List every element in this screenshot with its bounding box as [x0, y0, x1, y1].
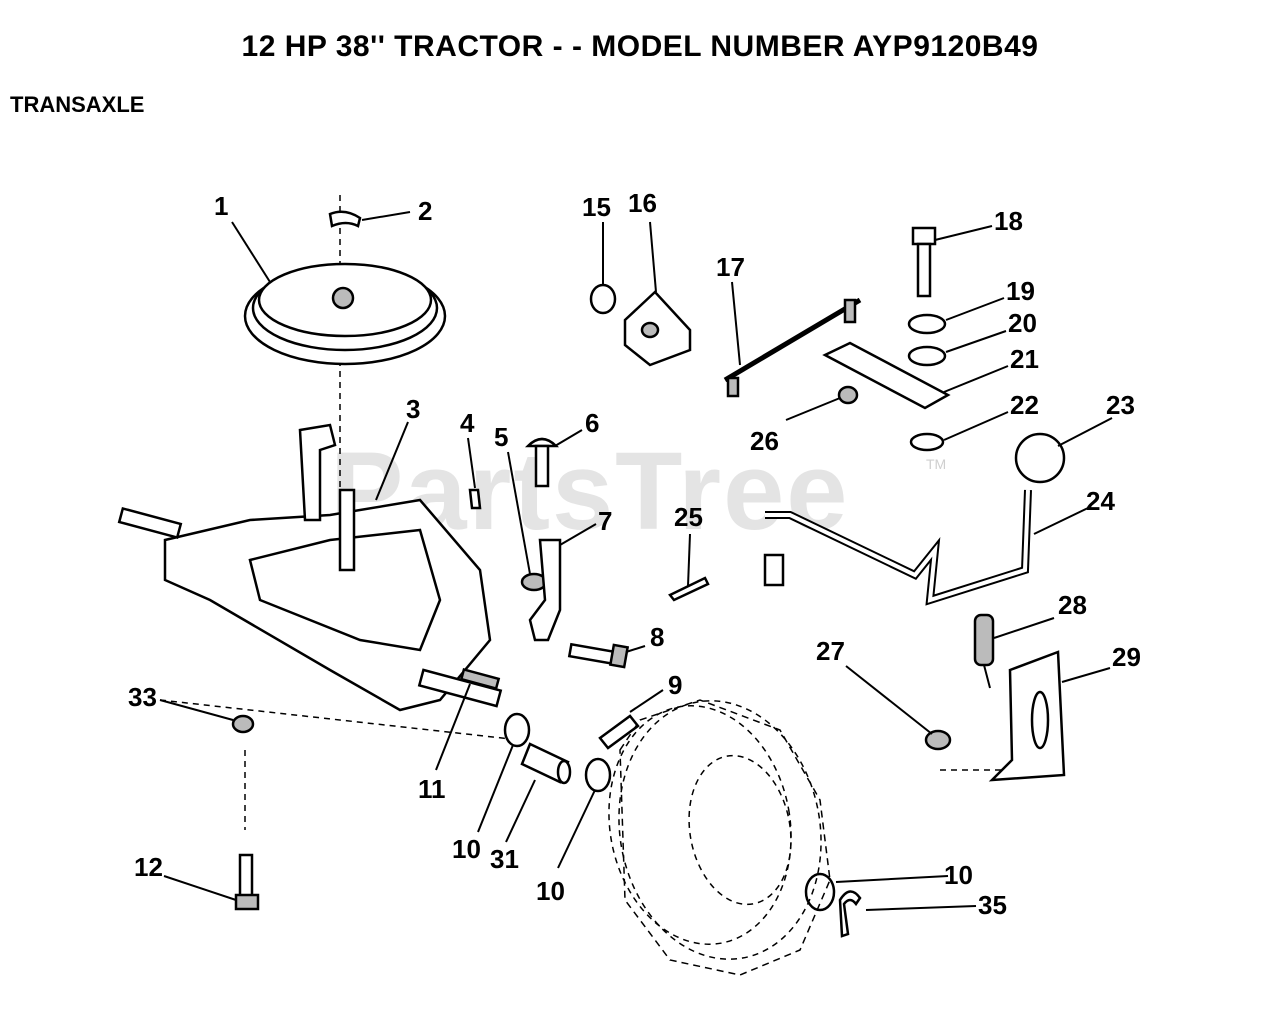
callout-labels: 1 2 3 4 5 6 7 8 9 10 10 10 11 12 15 16 1…	[128, 188, 1141, 920]
callout-17: 17	[716, 252, 745, 282]
callout-26: 26	[750, 426, 779, 456]
transaxle-housing-part	[117, 423, 503, 712]
section-title: TRANSAXLE	[10, 92, 145, 117]
pin-part-25	[668, 576, 710, 602]
callout-20: 20	[1008, 308, 1037, 338]
callout-24: 24	[1086, 486, 1115, 516]
callout-33: 33	[128, 682, 157, 712]
callout-35: 35	[978, 890, 1007, 920]
callout-28: 28	[1058, 590, 1087, 620]
callout-22: 22	[1010, 390, 1039, 420]
callout-27: 27	[816, 636, 845, 666]
washer-part-10-b	[584, 757, 612, 793]
callout-3: 3	[406, 394, 420, 424]
clip-part	[328, 210, 362, 228]
plate-part-21	[822, 341, 951, 410]
bolt-part-12	[234, 853, 260, 911]
bolt-part-6	[524, 437, 560, 488]
callout-12: 12	[134, 852, 163, 882]
rod-part-17	[723, 297, 862, 398]
spring-part-28	[973, 613, 995, 689]
spacer-part-31	[520, 742, 572, 785]
callout-25: 25	[674, 502, 703, 532]
bracket-part-16	[623, 290, 692, 367]
washer-part-20	[907, 345, 947, 367]
bolt-part-8	[567, 642, 630, 669]
bracket-part-7	[528, 538, 562, 642]
callout-11: 11	[418, 774, 446, 804]
callout-6: 6	[585, 408, 599, 438]
callout-16: 16	[628, 188, 657, 218]
washer-part-10-c	[804, 872, 836, 912]
washer-part-22	[909, 432, 945, 452]
clip-part-35	[838, 890, 862, 938]
callout-4: 4	[460, 408, 475, 438]
washer-part-15	[589, 283, 617, 315]
callout-5: 5	[494, 422, 508, 452]
callout-8: 8	[650, 622, 664, 652]
key-part-11	[459, 667, 501, 691]
callout-10-a: 10	[452, 834, 481, 864]
washer-part-10-a	[503, 712, 531, 748]
key-part-4	[468, 488, 482, 510]
shift-lever-outline	[765, 489, 1030, 603]
callout-18: 18	[994, 206, 1023, 236]
callout-10-c: 10	[944, 860, 973, 890]
nut-part-27	[924, 729, 952, 751]
bolt-part-18	[911, 226, 937, 298]
callout-19: 19	[1006, 276, 1035, 306]
pulley-part	[243, 262, 447, 366]
callout-7: 7	[598, 506, 612, 536]
callout-2: 2	[418, 196, 432, 226]
nut-part-33	[231, 714, 255, 734]
callout-10-b: 10	[536, 876, 565, 906]
leader-lines	[159, 211, 1113, 911]
callout-31: 31	[490, 844, 519, 874]
callout-23: 23	[1106, 390, 1135, 420]
callout-9: 9	[668, 670, 682, 700]
bracket-part-29	[988, 650, 1066, 782]
wheel-part	[608, 699, 831, 976]
callout-1: 1	[214, 191, 228, 221]
callout-29: 29	[1112, 642, 1141, 672]
washer-part-19	[907, 313, 947, 335]
callout-21: 21	[1010, 344, 1039, 374]
lever-tip	[763, 553, 785, 587]
callout-15: 15	[582, 192, 611, 222]
nut-part-26	[837, 385, 859, 405]
trademark-mark: TM	[926, 456, 947, 472]
knob-part-23	[1014, 432, 1066, 484]
spring-part-9	[598, 714, 640, 750]
page-title: 12 HP 38'' TRACTOR - - MODEL NUMBER AYP9…	[241, 30, 1039, 63]
